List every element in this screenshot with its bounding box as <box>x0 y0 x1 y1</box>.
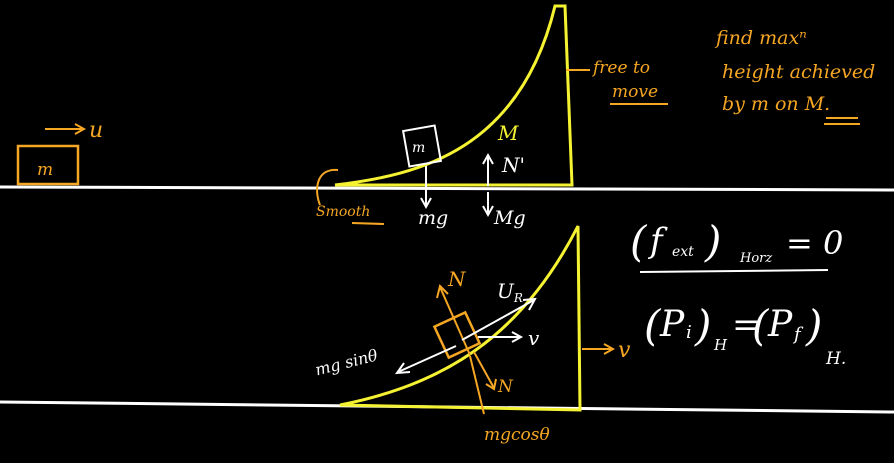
mg-arrow-top-head <box>420 197 432 210</box>
normal-label-wedge: N' <box>501 153 525 177</box>
eq2-H1: H <box>713 336 728 354</box>
eq1-paren-open: ( <box>630 217 648 266</box>
eq2-H2: H. <box>825 349 846 369</box>
mg-sin-label: mg sinθ <box>313 345 380 379</box>
relative-velocity-arrow-head <box>522 297 537 311</box>
small-block-label: m <box>412 140 425 156</box>
relative-velocity-arrow <box>461 299 535 341</box>
common-velocity-label: v <box>528 326 540 350</box>
task-line2: height achieved <box>722 61 875 83</box>
relative-velocity-label: UR <box>497 279 523 305</box>
Mg-label: Mg <box>493 207 526 229</box>
mg-sin-arrow-head <box>394 362 411 375</box>
small-block-on-wedge <box>401 124 443 168</box>
eq1-ext: ext <box>672 244 694 260</box>
eq1-horz: Horz <box>739 251 772 266</box>
eq1-f: f <box>647 221 668 261</box>
ground-line-top <box>0 185 894 192</box>
eq2-p2: P <box>767 304 793 345</box>
velocity-arrow-u-head <box>74 123 87 135</box>
normal-reaction-arrow-head <box>485 378 497 391</box>
eq2-f: f <box>792 324 804 345</box>
normal-arrow-N-head <box>436 284 449 299</box>
wedge-velocity-label: v <box>618 338 631 363</box>
block-m <box>16 144 80 186</box>
eq2-i: i <box>686 322 692 343</box>
free-to-move-line2: move <box>612 82 658 102</box>
normal-reaction-label: N <box>497 377 514 397</box>
eq2-paren2-close: ) <box>805 301 822 350</box>
smooth-underline <box>351 222 385 225</box>
task-line1: find maxⁿ <box>714 27 807 49</box>
wedge-bottom <box>339 225 582 412</box>
normal-arrow-N <box>439 286 471 356</box>
mg-label-top: mg <box>418 207 448 229</box>
normal-arrow-wedge-head <box>482 152 494 165</box>
wedge-mass-label: M <box>497 121 519 145</box>
equation-divider <box>639 269 829 273</box>
common-velocity-arrow-head <box>511 331 524 343</box>
eq2-p1: P <box>659 304 685 345</box>
smooth-pointer <box>316 168 339 206</box>
mg-cos-line <box>469 355 485 415</box>
wedge-velocity-arrow-head <box>603 343 616 355</box>
eq2-equals: = <box>732 305 761 345</box>
normal-label-N: N <box>447 267 467 291</box>
mg-cos-label: mgcosθ <box>484 425 550 445</box>
eq2-paren2-open: ( <box>752 301 770 350</box>
velocity-label-u: u <box>89 118 103 143</box>
eq1-paren-close: ) <box>704 217 721 266</box>
task-line3: by m on M. <box>722 93 830 115</box>
wedge-top <box>334 4 574 187</box>
eq2-paren1-close: ) <box>694 301 711 350</box>
block-m-label: m <box>37 160 53 180</box>
smooth-label: Smooth <box>316 204 370 220</box>
free-to-move-line1: free to <box>591 58 650 78</box>
tilted-block <box>432 310 482 360</box>
eq2-paren1-open: ( <box>644 301 662 350</box>
mg-sin-arrow <box>397 345 457 373</box>
Mg-arrow-head <box>482 205 494 218</box>
eq1-rhs: = 0 <box>786 224 843 262</box>
normal-reaction-arrow <box>473 351 495 389</box>
